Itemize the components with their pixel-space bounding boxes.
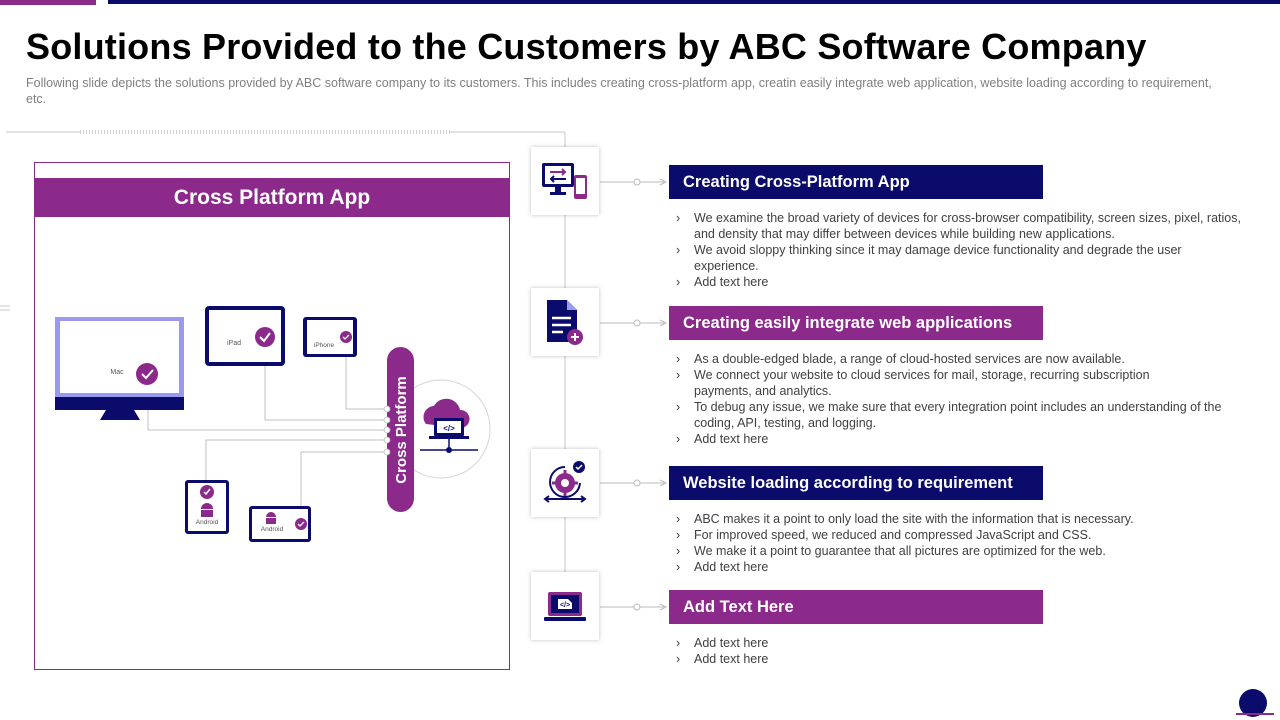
- section-3-icon-box: [531, 449, 599, 517]
- list-item: We make it a point to guarantee that all…: [674, 543, 1244, 559]
- android-phone-device: Android: [249, 506, 311, 542]
- slide-title: Solutions Provided to the Customers by A…: [26, 26, 1147, 67]
- laptop-code-icon: </>: [544, 592, 586, 621]
- section-2-icon-box: [531, 288, 599, 356]
- android-icon: [201, 503, 213, 517]
- list-item: We avoid sloppy thinking since it may da…: [674, 242, 1182, 274]
- list-item: ABC makes it a point to only load the si…: [674, 511, 1244, 527]
- section-4-header: Add Text Here: [669, 590, 1043, 624]
- list-item: Add text here: [674, 651, 1244, 667]
- iphone-label: iPhone: [314, 342, 335, 349]
- list-item: Add text here: [674, 559, 1244, 575]
- check-icon: [259, 332, 271, 343]
- list-item: To debug any issue, we make sure that ev…: [674, 399, 1244, 431]
- list-item: We examine the broad variety of devices …: [674, 210, 1244, 242]
- top-accent-bar-navy: [108, 0, 1280, 4]
- list-item: Add text here: [674, 431, 1244, 447]
- section-3-bullets: ABC makes it a point to only load the si…: [674, 511, 1244, 575]
- corner-decoration-circle: [1239, 689, 1267, 717]
- cross-platform-illustration: Mac iPad iPhone Android: [55, 306, 491, 542]
- list-item: Add text here: [674, 274, 1244, 290]
- list-item: Add text here: [674, 635, 1244, 651]
- list-item: We connect your website to cloud service…: [674, 367, 1194, 399]
- slide-subtitle: Following slide depicts the solutions pr…: [26, 76, 1212, 106]
- svg-text:</>: </>: [443, 424, 455, 433]
- cross-platform-pill: [387, 347, 414, 512]
- android-phone-label: Android: [261, 526, 284, 533]
- document-add-icon: [547, 300, 583, 345]
- section-3-header: Website loading according to requirement: [669, 466, 1043, 500]
- android-tablet-label: Android: [196, 519, 219, 526]
- check-icon: [141, 369, 154, 380]
- cross-device-icon: [542, 163, 587, 199]
- list-item: As a double-edged blade, a range of clou…: [674, 351, 1244, 367]
- check-icon: [203, 488, 211, 496]
- section-4-bullets: Add text here Add text here: [674, 635, 1244, 667]
- corner-decoration-line: [1236, 713, 1274, 715]
- section-1-icon-box: [531, 147, 599, 215]
- check-icon: [342, 334, 350, 340]
- section-2-header: Creating easily integrate web applicatio…: [669, 306, 1043, 340]
- check-icon: [297, 521, 305, 527]
- hub-label: Cross Platform: [393, 376, 410, 484]
- section-1-header: Creating Cross-Platform App: [669, 165, 1043, 199]
- list-item: For improved speed, we reduced and compr…: [674, 527, 1244, 543]
- android-icon: [266, 512, 276, 524]
- android-tablet-device: Android: [185, 480, 229, 534]
- section-4-icon-box: </>: [531, 572, 599, 640]
- svg-text:</>: </>: [560, 602, 570, 609]
- panel-title: Cross Platform App: [35, 177, 509, 217]
- iphone-device: iPhone: [303, 317, 357, 357]
- mac-device: Mac: [55, 317, 184, 420]
- ipad-device: iPad: [205, 306, 285, 366]
- top-accent-bar-purple: [0, 0, 96, 5]
- mac-label: Mac: [110, 369, 124, 376]
- section-1-bullets: We examine the broad variety of devices …: [674, 210, 1244, 290]
- ipad-label: iPad: [227, 340, 241, 347]
- section-2-bullets: As a double-edged blade, a range of clou…: [674, 351, 1244, 447]
- brain-gear-icon: [543, 461, 587, 503]
- cloud-laptop-icon: </>: [420, 398, 478, 453]
